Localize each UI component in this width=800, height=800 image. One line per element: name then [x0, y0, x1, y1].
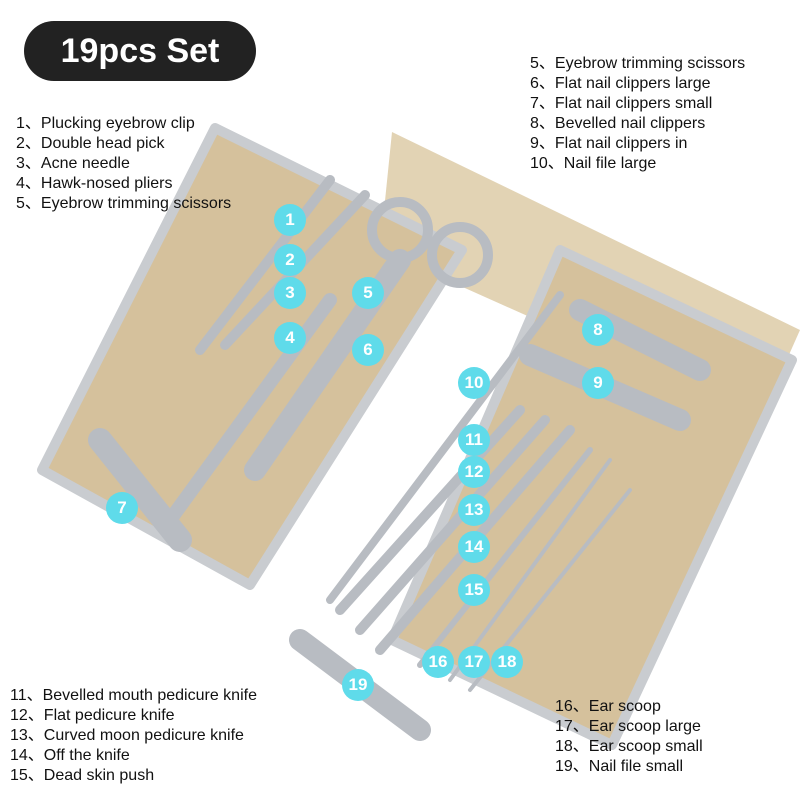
- tool-list-bottom-right: 16、Ear scoop 17、Ear scoop large 18、Ear s…: [555, 697, 703, 777]
- marker-9: 9: [582, 367, 614, 399]
- marker-13: 13: [458, 494, 490, 526]
- marker-18: 18: [491, 646, 523, 678]
- list-item: 3、Acne needle: [16, 155, 130, 172]
- marker-6: 6: [352, 334, 384, 366]
- list-item: 1、Plucking eyebrow clip: [16, 115, 195, 132]
- list-item: 14、Off the knife: [10, 747, 130, 764]
- marker-16: 16: [422, 646, 454, 678]
- marker-14: 14: [458, 531, 490, 563]
- tool-list-top-right: 5、Eyebrow trimming scissors 6、Flat nail …: [530, 54, 745, 174]
- list-item: 11、Bevelled mouth pedicure knife: [10, 687, 257, 704]
- list-item: 12、Flat pedicure knife: [10, 707, 175, 724]
- marker-2: 2: [274, 244, 306, 276]
- list-item: 13、Curved moon pedicure knife: [10, 727, 244, 744]
- list-item: 16、Ear scoop: [555, 698, 661, 715]
- list-item: 10、Nail file large: [530, 155, 657, 172]
- marker-15: 15: [458, 574, 490, 606]
- tool-list-bottom-left: 11、Bevelled mouth pedicure knife 12、Flat…: [10, 686, 257, 786]
- marker-7: 7: [106, 492, 138, 524]
- list-item: 15、Dead skin push: [10, 767, 155, 784]
- list-item: 5、Eyebrow trimming scissors: [16, 195, 232, 212]
- marker-10: 10: [458, 367, 490, 399]
- marker-8: 8: [582, 314, 614, 346]
- tool-list-top-left: 1、Plucking eyebrow clip 2、Double head pi…: [16, 114, 231, 214]
- marker-11: 11: [458, 424, 490, 456]
- list-item: 5、Eyebrow trimming scissors: [530, 55, 746, 72]
- set-title-badge: 19pcs Set: [24, 21, 256, 81]
- list-item: 4、Hawk-nosed pliers: [16, 175, 173, 192]
- list-item: 8、Bevelled nail clippers: [530, 115, 706, 132]
- marker-17: 17: [458, 646, 490, 678]
- marker-19: 19: [342, 669, 374, 701]
- marker-12: 12: [458, 456, 490, 488]
- marker-3: 3: [274, 277, 306, 309]
- list-item: 2、Double head pick: [16, 135, 165, 152]
- marker-5: 5: [352, 277, 384, 309]
- marker-4: 4: [274, 322, 306, 354]
- list-item: 9、Flat nail clippers in: [530, 135, 688, 152]
- list-item: 6、Flat nail clippers large: [530, 75, 711, 92]
- marker-1: 1: [274, 204, 306, 236]
- list-item: 7、Flat nail clippers small: [530, 95, 713, 112]
- list-item: 17、Ear scoop large: [555, 718, 701, 735]
- list-item: 18、Ear scoop small: [555, 738, 703, 755]
- list-item: 19、Nail file small: [555, 758, 684, 775]
